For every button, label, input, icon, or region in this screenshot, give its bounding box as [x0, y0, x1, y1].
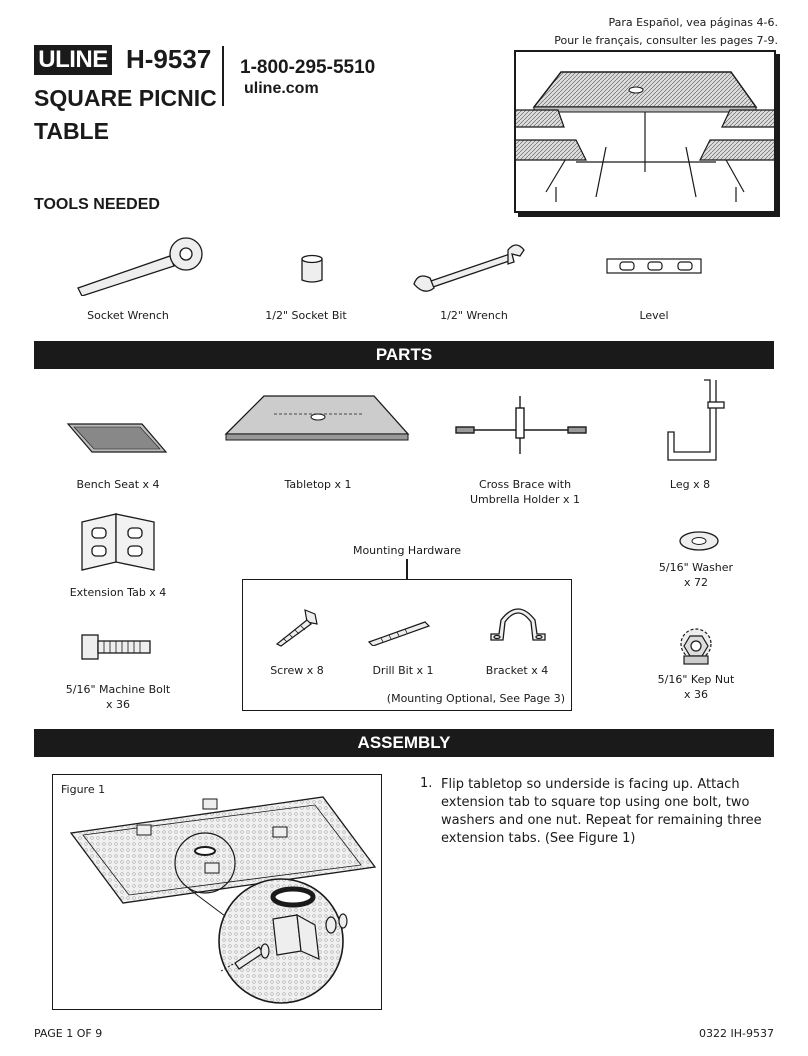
model-number: H-9537 [126, 44, 212, 74]
website: uline.com [244, 80, 319, 97]
assembly-heading: ASSEMBLY [34, 729, 774, 757]
page-title: SQUARE PICNIC TABLE [34, 82, 217, 148]
figure-1-label: Figure 1 [61, 783, 106, 796]
tools-heading: TOOLS NEEDED [34, 196, 160, 213]
part-label-kep-nut-line-2: x 36 [683, 688, 708, 701]
part-label-kep-nut: 5/16" Kep Nut x 36 [646, 672, 746, 702]
wrench-icon [412, 242, 526, 294]
phone-number: 1-800-295-5510 [240, 57, 376, 78]
language-note-spanish: Para Español, vea páginas 4-6. [608, 16, 778, 29]
title-line-2: TABLE [34, 118, 109, 144]
title-line-1: SQUARE PICNIC [34, 85, 217, 111]
language-note: Para Español, vea páginas 4-6. Pour le f… [554, 14, 778, 50]
figure-1: Figure 1 [52, 774, 382, 1010]
step-1-text: Flip tabletop so underside is facing up.… [441, 777, 762, 846]
hardware-label-bracket: Bracket x 4 [485, 664, 549, 677]
hardware-label-screw: Screw x 8 [270, 664, 324, 677]
part-label-machine-bolt-line-2: x 36 [105, 698, 130, 711]
socket-bit-icon [300, 254, 324, 284]
extension-tab-icon [80, 512, 156, 572]
bench-seat-icon [66, 418, 168, 458]
cross-brace-icon [452, 394, 590, 456]
bracket-icon [489, 606, 547, 644]
part-label-machine-bolt: 5/16" Machine Bolt x 36 [56, 682, 180, 712]
part-label-machine-bolt-line-1: 5/16" Machine Bolt [65, 683, 171, 696]
drill-bit-icon [367, 618, 431, 646]
part-label-washer: 5/16" Washer x 72 [646, 560, 746, 590]
parts-heading: PARTS [34, 341, 774, 369]
tool-label-socket-wrench: Socket Wrench [87, 309, 169, 322]
washer-icon [678, 530, 720, 552]
uline-logo: ULINE [34, 45, 112, 75]
step-1-number: 1. [420, 776, 433, 791]
part-label-washer-line-1: 5/16" Washer [658, 561, 734, 574]
leg-icon [664, 378, 728, 464]
part-label-cross-brace: Cross Brace with Umbrella Holder x 1 [450, 477, 600, 507]
tabletop-icon [224, 392, 410, 456]
tool-label-wrench: 1/2" Wrench [440, 309, 508, 322]
part-label-leg: Leg x 8 [669, 478, 711, 491]
part-label-cross-brace-line-1: Cross Brace with [478, 478, 572, 491]
part-label-cross-brace-line-2: Umbrella Holder x 1 [470, 493, 580, 506]
picnic-table-illustration [514, 50, 776, 213]
screw-icon [273, 608, 319, 648]
page-number: PAGE 1 OF 9 [34, 1027, 103, 1040]
kep-nut-icon [676, 628, 716, 668]
part-label-kep-nut-line-1: 5/16" Kep Nut [657, 673, 735, 686]
socket-wrench-icon [74, 236, 206, 296]
part-label-washer-line-2: x 72 [683, 576, 708, 589]
level-icon [606, 258, 702, 274]
mounting-hardware-label: Mounting Hardware [352, 544, 462, 557]
mounting-optional-note: (Mounting Optional, See Page 3) [386, 692, 565, 705]
tool-label-level: Level [639, 309, 669, 322]
mounting-hardware-box: Screw x 8 Drill Bit x 1 Bracket x 4 (Mou… [242, 579, 572, 711]
part-label-extension-tab: Extension Tab x 4 [69, 586, 167, 599]
language-note-french: Pour le français, consulter les pages 7-… [554, 34, 778, 47]
document-code: 0322 IH-9537 [699, 1027, 774, 1040]
part-label-bench-seat: Bench Seat x 4 [76, 478, 160, 491]
machine-bolt-icon [80, 632, 152, 662]
header-divider [222, 46, 224, 106]
part-label-tabletop: Tabletop x 1 [284, 478, 352, 491]
mounting-hardware-leader-line [406, 559, 408, 579]
hardware-label-drill-bit: Drill Bit x 1 [372, 664, 434, 677]
tool-label-socket-bit: 1/2" Socket Bit [265, 309, 347, 322]
